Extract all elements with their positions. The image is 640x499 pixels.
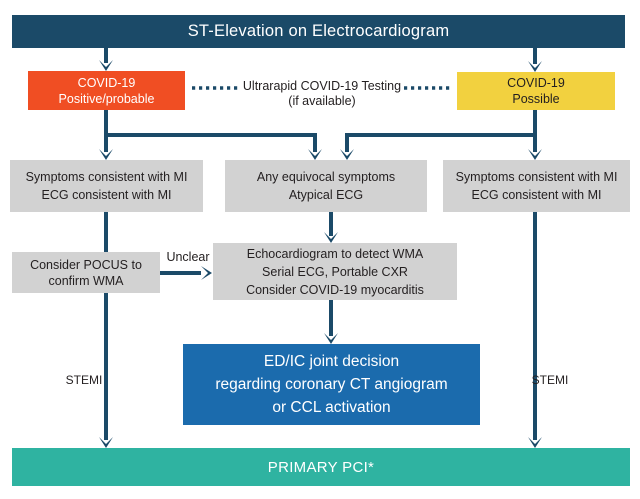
middle-assessment-line2: Atypical ECG [288,188,364,202]
arrowhead-into-echo [324,232,338,243]
echo-line2: Serial ECG, Portable CXR [262,264,408,279]
arrowhead-into-middle-assess-left [308,149,322,160]
line-possible-to-middle-assess [345,133,537,152]
covid-positive-box: COVID-19 Positive/probable [28,71,185,110]
arrowhead-into-decision [324,333,338,344]
left-assessment-line2: ECG consistent with MI [41,188,172,202]
covid-positive-line2: Positive/probable [58,91,155,106]
arrowhead-unclear-into-echo [201,266,212,280]
left-assessment-box: Symptoms consistent with MI ECG consiste… [10,160,203,212]
covid-possible-box: COVID-19 Possible [457,72,615,110]
testing-label-line2: (if available) [288,94,356,108]
arrowhead-into-left-assess [99,149,113,160]
echo-line1: Echocardiogram to detect WMA [246,246,424,261]
title-bar: ST-Elevation on Electrocardiogram [12,15,625,48]
arrowhead-into-middle-assess-right [340,149,354,160]
covid-positive-line1: COVID-19 [77,75,136,90]
right-assessment-line2: ECG consistent with MI [471,188,602,202]
pocus-line2: confirm WMA [48,273,124,288]
left-assessment-line1: Symptoms consistent with MI [25,170,188,184]
echo-line3: Consider COVID-19 myocarditis [246,282,424,297]
line-positive-to-middle-assess [104,133,317,152]
unclear-label-text: Unclear [166,250,210,264]
decision-line2: regarding coronary CT angiogram [215,376,448,393]
right-assessment-line1: Symptoms consistent with MI [455,170,618,184]
decision-line3: or CCL activation [272,399,391,416]
pocus-line1: Consider POCUS to [30,257,142,272]
covid-possible-line1: COVID-19 [507,76,565,90]
stemi-label-right: STEMI [531,373,569,387]
covid-possible-line2: Possible [512,92,560,106]
stemi-label-left: STEMI [65,373,103,387]
primary-pci-label: PRIMARY PCI* [267,458,375,476]
joint-decision-box: ED/IC joint decision regarding coronary … [183,344,480,425]
arrowhead-left-into-outcome [99,437,113,448]
right-assessment-box: Symptoms consistent with MI ECG consiste… [443,160,630,212]
arrowhead-into-possible [528,61,542,72]
arrowhead-into-right-assess [528,149,542,160]
testing-label-line1: Ultrarapid COVID-19 Testing [242,79,402,93]
ultrarapid-testing-label: Ultrarapid COVID-19 Testing (if availabl… [190,79,454,109]
page-title: ST-Elevation on Electrocardiogram [187,22,450,40]
arrowhead-into-positive [99,60,113,71]
arrowhead-right-into-outcome [528,437,542,448]
primary-pci-bar: PRIMARY PCI* [12,448,630,486]
decision-line1: ED/IC joint decision [263,353,400,370]
unclear-label: Unclear [161,250,215,264]
echocardiogram-box: Echocardiogram to detect WMA Serial ECG,… [213,243,457,300]
middle-assessment-box: Any equivocal symptoms Atypical ECG [225,160,427,212]
pocus-box: Consider POCUS to confirm WMA [12,252,160,293]
middle-assessment-line1: Any equivocal symptoms [256,170,396,184]
